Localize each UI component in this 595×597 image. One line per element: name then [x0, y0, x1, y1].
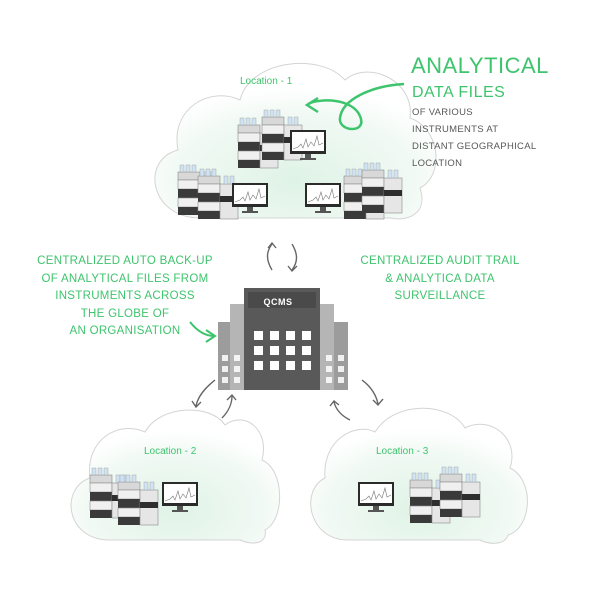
arrowhead-icon: [267, 241, 277, 249]
arrowhead-icon: [372, 398, 384, 407]
building-label: QCMS: [263, 297, 293, 307]
arrow-icon: [361, 379, 379, 405]
heading-data-files: DATA FILES: [412, 84, 506, 101]
arrowhead-icon: [226, 393, 237, 401]
green-arrowhead-icon: [205, 329, 217, 343]
audit-description: CENTRALIZED AUDIT TRAIL & ANALYTICA DATA…: [340, 253, 540, 306]
audit-line: SURVEILLANCE: [394, 290, 486, 302]
arrow-icon: [221, 395, 233, 419]
backup-line: AN ORGANISATION: [69, 325, 181, 337]
arrowhead-icon: [287, 265, 298, 273]
location-2-label: Location - 2: [144, 446, 197, 457]
instrument-icon: [439, 466, 481, 518]
green-arrow-icon: [307, 82, 405, 131]
backup-line: INSTRUMENTS ACROSS: [55, 290, 195, 302]
heading-description: OF VARIOUS INSTRUMENTS AT DISTANT GEOGRA…: [412, 104, 562, 172]
location-3-label: Location - 3: [376, 446, 429, 457]
sync-arrows: [191, 241, 384, 421]
arrowhead-icon: [329, 400, 340, 407]
instrument-icon: [117, 474, 159, 526]
green-arrowhead-icon: [304, 96, 319, 114]
backup-line: OF ANALYTICAL FILES FROM: [41, 272, 209, 285]
arrow-icon: [195, 379, 216, 407]
green-arrow-icon: [189, 321, 215, 337]
arrow-icon: [333, 401, 351, 421]
arrow-up-icon: [266, 243, 273, 271]
arrowhead-icon: [191, 400, 202, 409]
backup-line: THE GLOBE OF: [80, 307, 170, 320]
description-line: LOCATION: [412, 158, 463, 169]
qcms-building-icon: [218, 288, 348, 390]
location-1-label: Location - 1: [240, 76, 293, 87]
heading-analytical: ANALYTICAL: [411, 53, 549, 78]
arrow-down-icon: [291, 243, 298, 271]
description-line: DISTANT GEOGRAPHICAL: [412, 141, 537, 152]
backup-line: CENTRALIZED AUTO BACK-UP: [37, 255, 213, 267]
audit-line: & ANALYTICA DATA: [385, 272, 495, 285]
description-line: INSTRUMENTS AT: [412, 124, 499, 135]
audit-line: CENTRALIZED AUDIT TRAIL: [360, 255, 520, 267]
backup-description: CENTRALIZED AUTO BACK-UP OF ANALYTICAL F…: [20, 253, 230, 341]
instrument-icon: [361, 162, 403, 214]
description-line: OF VARIOUS: [412, 107, 473, 118]
